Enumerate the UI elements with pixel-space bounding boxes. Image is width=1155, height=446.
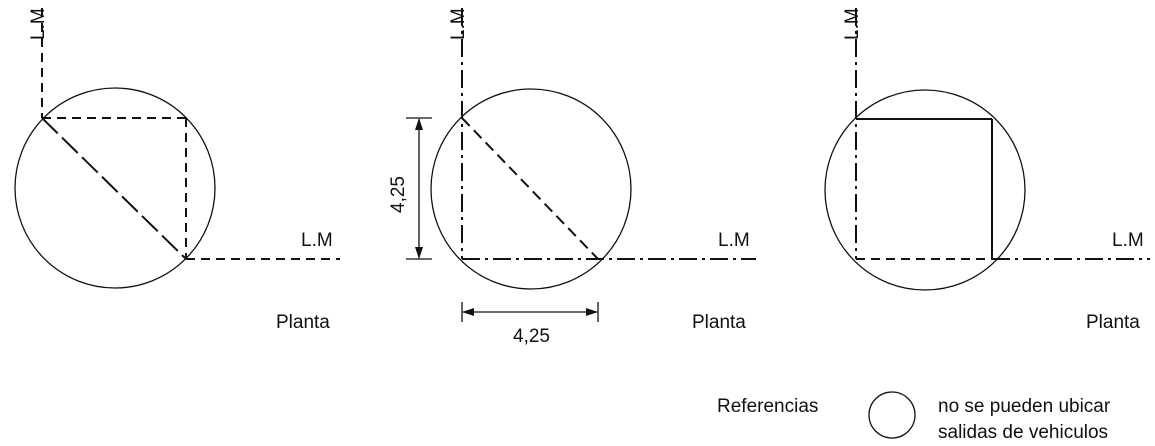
legend-title: Referencias bbox=[717, 396, 818, 417]
diagram-3-lm-vertical-label: L.M bbox=[842, 8, 863, 40]
diagram-1-diagonal bbox=[41, 117, 187, 260]
diagram-3-lm-horizontal-label: L.M bbox=[1112, 230, 1144, 251]
legend-text-line-1: no se pueden ubicar bbox=[938, 396, 1111, 417]
diagram-1-lm-horizontal-label: L.M bbox=[301, 230, 333, 251]
diagram-1 bbox=[14, 8, 340, 289]
diagram-2-vertical-dimension-label: 4,25 bbox=[388, 176, 409, 213]
diagram-2-horizontal-dimension-label: 4,25 bbox=[513, 326, 550, 347]
diagram-1-view-label: Planta bbox=[276, 312, 330, 333]
legend-text-line-2: salidas de vehiculos bbox=[938, 422, 1108, 443]
diagram-3-circle bbox=[824, 89, 1026, 291]
diagram-1-lm-vertical-label: L.M bbox=[28, 8, 49, 40]
diagram-2-lm-horizontal-label: L.M bbox=[718, 230, 750, 251]
diagram-2-circle bbox=[430, 88, 632, 290]
diagram-2 bbox=[406, 8, 756, 322]
diagram-2-view-label: Planta bbox=[692, 312, 746, 333]
diagram-3 bbox=[824, 8, 1150, 291]
diagram-2-diagonal bbox=[461, 117, 599, 260]
diagram-3-view-label: Planta bbox=[1086, 312, 1140, 333]
diagram-2-lm-vertical-label: L.M bbox=[448, 8, 469, 40]
legend-circle-symbol bbox=[868, 391, 916, 439]
diagram-1-circle bbox=[14, 87, 216, 289]
